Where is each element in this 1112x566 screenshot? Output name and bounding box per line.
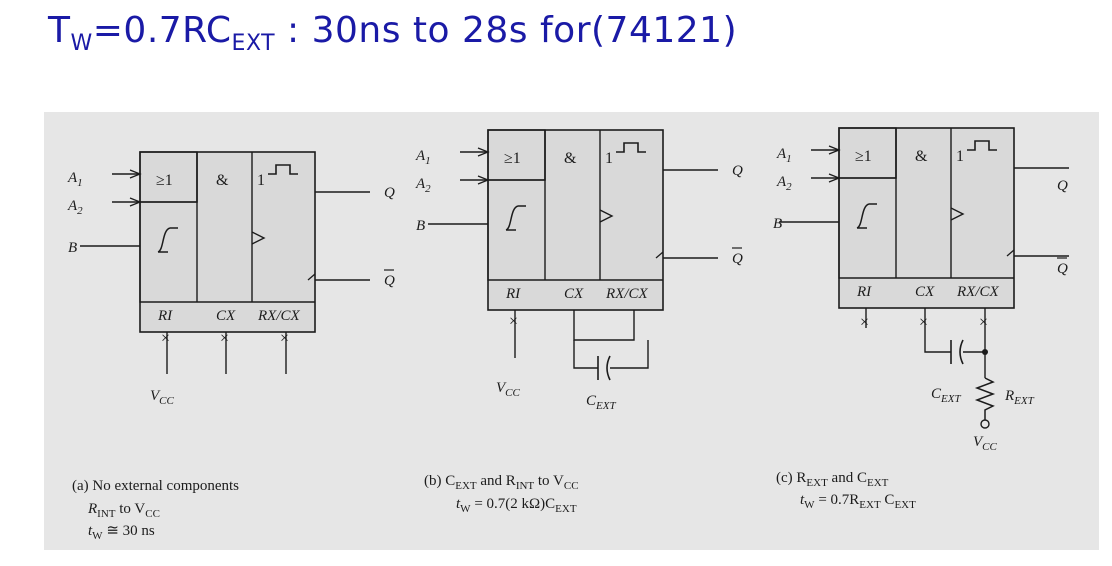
pulse-label: 1	[257, 172, 265, 189]
pin-a1: A1	[415, 148, 431, 167]
or-gate-label: ≥1	[156, 172, 173, 189]
pin-q: Q	[384, 185, 395, 201]
pin-x-mark: ×	[280, 330, 289, 347]
pin-qbar: Q	[1057, 261, 1068, 277]
pin-q: Q	[732, 163, 743, 179]
pin-qbar: Q	[384, 273, 395, 289]
or-gate-label: ≥1	[504, 150, 521, 167]
pin-a1: A1	[67, 170, 83, 189]
svg-text:tW = 0.7(2 kΩ)CEXT: tW = 0.7(2 kΩ)CEXT	[456, 496, 577, 515]
pulse-label: 1	[956, 148, 964, 165]
pin-b: B	[416, 218, 425, 234]
pin-ri: RI	[505, 286, 521, 302]
one-shot-c: ≥1 & 1 RI CX RX/CX × × × CEXT REXT VCC A…	[773, 127, 1070, 453]
one-shot-figure: ≥1 & 1 RI CX RX/CX × × × A1 A2 B Q Q VCC…	[44, 112, 1099, 550]
pin-ri: RI	[157, 308, 173, 324]
and-gate-label: &	[915, 148, 928, 165]
pin-a2: A2	[415, 176, 431, 195]
svg-text:(a) No external components: (a) No external components	[72, 478, 239, 494]
pin-x-mark: ×	[220, 330, 229, 347]
schmitt-trigger-icon	[157, 227, 178, 253]
pin-cx: CX	[564, 286, 584, 302]
pin-rxcx: RX/CX	[956, 284, 999, 300]
svg-text:RINT to VCC: RINT to VCC	[87, 501, 160, 520]
svg-text:tW ≅ 30 ns: tW ≅ 30 ns	[88, 523, 155, 542]
or-gate-label: ≥1	[855, 148, 872, 165]
svg-text:tW = 0.7REXT CEXT: tW = 0.7REXT CEXT	[800, 492, 916, 511]
schmitt-trigger-icon	[505, 205, 526, 231]
pin-a2: A2	[776, 174, 792, 193]
pin-rxcx: RX/CX	[605, 286, 648, 302]
pin-x-mark: ×	[979, 314, 988, 331]
pulse-label: 1	[605, 150, 613, 167]
caption-b: (b) CEXT and RINT to VCC tW = 0.7(2 kΩ)C…	[424, 473, 579, 515]
one-shot-b: ≥1 & 1 RI CX RX/CX × VCC CEXT A1 A2 B Q …	[415, 129, 743, 412]
svg-text:(c) REXT and CEXT: (c) REXT and CEXT	[776, 470, 889, 489]
and-gate-label: &	[216, 172, 229, 189]
pin-qbar: Q	[732, 251, 743, 267]
pin-cx: CX	[216, 308, 236, 324]
one-shot-a: ≥1 & 1 RI CX RX/CX × × × A1 A2 B Q Q VCC	[67, 151, 395, 407]
rext-label: REXT	[1004, 388, 1035, 407]
pin-ri: RI	[856, 284, 872, 300]
pin-b: B	[68, 240, 77, 256]
schmitt-trigger-icon	[856, 203, 877, 229]
vcc-label: VCC	[973, 434, 998, 453]
pin-rxcx: RX/CX	[257, 308, 300, 324]
pin-x-mark: ×	[919, 314, 928, 331]
pin-b: B	[773, 216, 782, 232]
vcc-label: VCC	[150, 388, 175, 407]
pin-cx: CX	[915, 284, 935, 300]
pin-q: Q	[1057, 178, 1068, 194]
and-gate-label: &	[564, 150, 577, 167]
slide-title: TW=0.7RCEXT : 30ns to 28s for(74121)	[48, 10, 738, 56]
cext-label: CEXT	[931, 386, 961, 405]
pin-x-mark: ×	[509, 313, 518, 330]
caption-a: (a) No external components RINT to VCC t…	[72, 478, 239, 542]
svg-text:(b) CEXT and RINT to VCC: (b) CEXT and RINT to VCC	[424, 473, 579, 492]
cext-label: CEXT	[586, 393, 616, 412]
pin-x-mark: ×	[161, 330, 170, 347]
resistor-icon	[974, 377, 996, 420]
caption-c: (c) REXT and CEXT tW = 0.7REXT CEXT	[776, 470, 916, 511]
pin-a1: A1	[776, 146, 792, 165]
pin-x-mark: ×	[860, 314, 869, 331]
pin-a2: A2	[67, 198, 83, 217]
vcc-label: VCC	[496, 380, 521, 399]
